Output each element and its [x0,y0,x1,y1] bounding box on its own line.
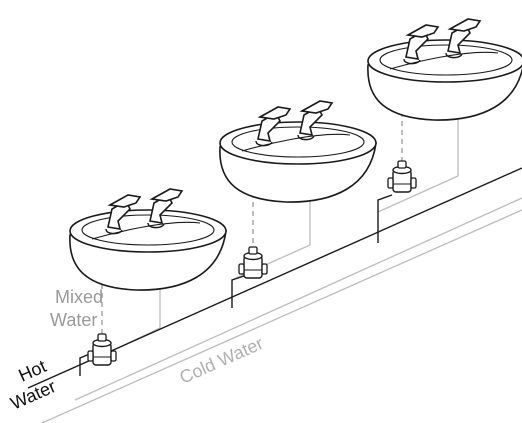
cold-feed-3 [377,175,459,213]
mixing-valve-2 [238,246,268,279]
cold-water-pipes [41,110,522,423]
mixed-water-label-line1: Mixed [55,287,103,307]
hot-branch-3 [377,194,393,243]
mixed-water-label-line2: Water [50,310,97,330]
cold-water-label: Cold Water [176,333,266,388]
hot-water-label-line2: Water [7,376,58,414]
cold-main-lower [41,209,522,423]
mixing-valve-3 [387,160,417,193]
sink-3 [367,18,522,121]
mixing-valve-1 [87,333,117,366]
cold-main-upper [74,197,522,401]
sink-2 [219,100,377,203]
sink-1 [69,188,227,291]
hot-branch-2 [231,275,245,308]
mixed-water-pipes [101,110,403,334]
